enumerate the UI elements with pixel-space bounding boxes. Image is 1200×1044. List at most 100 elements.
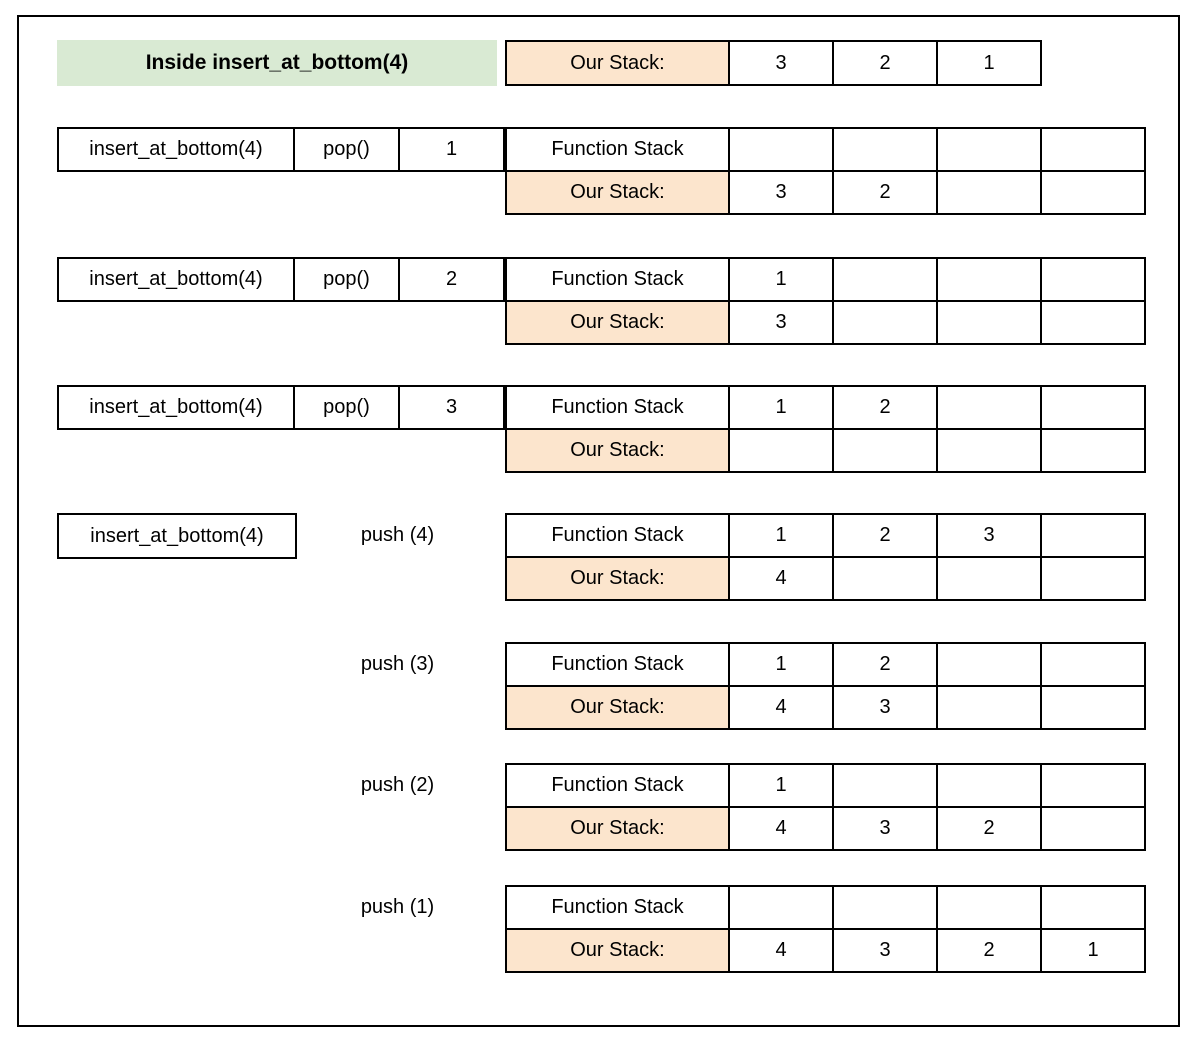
stack-value-cell: 1: [728, 642, 834, 687]
stack-value-cell: [1040, 556, 1146, 601]
stack-value-cell: 2: [832, 170, 938, 215]
our-stack-label: Our Stack:: [505, 556, 730, 601]
stack-value-cell: 2: [936, 806, 1042, 851]
stack-value-cell: 3: [832, 685, 938, 730]
our-stack-label: Our Stack:: [505, 928, 730, 973]
op-cell: pop(): [293, 127, 400, 172]
header-our-stack-row: Our Stack: 3 2 1: [505, 40, 1042, 86]
our-stack-row: Our Stack: 4 3 2 1: [505, 928, 1146, 973]
stack-value-cell: [832, 127, 938, 172]
stack-value-cell: [1040, 385, 1146, 430]
our-stack-label: Our Stack:: [505, 806, 730, 851]
our-stack-label: Our Stack:: [505, 40, 730, 86]
stack-value-cell: [728, 428, 834, 473]
stack-value-cell: 3: [832, 806, 938, 851]
call-row: insert_at_bottom(4) pop() 3: [57, 385, 505, 430]
stack-value-cell: [1040, 763, 1146, 808]
function-stack-label: Function Stack: [505, 763, 730, 808]
stack-value-cell: [832, 428, 938, 473]
stack-value-cell: 4: [728, 556, 834, 601]
push-operation-label: push (3): [360, 653, 435, 675]
stack-value-cell: 4: [728, 928, 834, 973]
function-stack-row: Function Stack 1: [505, 763, 1146, 808]
stack-value-cell: [832, 257, 938, 302]
stack-value-cell: [936, 763, 1042, 808]
function-stack-label: Function Stack: [505, 127, 730, 172]
our-stack-label: Our Stack:: [505, 685, 730, 730]
function-stack-label: Function Stack: [505, 513, 730, 558]
stack-value-cell: [1040, 428, 1146, 473]
stack-value-cell: [832, 300, 938, 345]
function-stack-row: Function Stack 1 2 3: [505, 513, 1146, 558]
popped-value-cell: 3: [398, 385, 505, 430]
stack-value-cell: [936, 885, 1042, 930]
stack-value-cell: [936, 556, 1042, 601]
push-operation-label: push (1): [360, 896, 435, 918]
stack-value-cell: [1040, 642, 1146, 687]
popped-value-cell: 2: [398, 257, 505, 302]
call-row: insert_at_bottom(4) pop() 2: [57, 257, 505, 302]
function-stack-row: Function Stack 1: [505, 257, 1146, 302]
function-stack-label: Function Stack: [505, 885, 730, 930]
stack-value-cell: 2: [832, 642, 938, 687]
our-stack-row: Our Stack:: [505, 428, 1146, 473]
stack-value-cell: 3: [936, 513, 1042, 558]
stack-value-cell: [1040, 513, 1146, 558]
stack-value-cell: 1: [728, 513, 834, 558]
stack-value-cell: 1: [1040, 928, 1146, 973]
stack-value-cell: [832, 885, 938, 930]
stack-value-cell: [728, 127, 834, 172]
call-label-cell: insert_at_bottom(4): [57, 513, 297, 559]
stack-value-cell: 2: [832, 513, 938, 558]
stack-value-cell: [832, 556, 938, 601]
function-stack-label: Function Stack: [505, 257, 730, 302]
outer-frame: [17, 15, 1180, 1027]
stack-value-cell: [1040, 885, 1146, 930]
stack-value-cell: [1040, 300, 1146, 345]
function-stack-label: Function Stack: [505, 642, 730, 687]
function-stack-row: Function Stack 1 2: [505, 385, 1146, 430]
stack-value-cell: 4: [728, 806, 834, 851]
stack-value-cell: [936, 257, 1042, 302]
stack-value-cell: 1: [728, 763, 834, 808]
call-row: insert_at_bottom(4) pop() 1: [57, 127, 505, 172]
stack-value-cell: [936, 642, 1042, 687]
stack-value-cell: [1040, 257, 1146, 302]
stack-value-cell: [936, 685, 1042, 730]
stack-value-cell: 3: [728, 300, 834, 345]
stack-value-cell: 1: [728, 385, 834, 430]
stack-value-cell: [1040, 685, 1146, 730]
stack-value-cell: 3: [832, 928, 938, 973]
stack-value-cell: 3: [728, 40, 834, 86]
call-row: insert_at_bottom(4): [57, 513, 297, 559]
stack-value-cell: [1040, 170, 1146, 215]
our-stack-row: Our Stack: 4: [505, 556, 1146, 601]
stack-value-cell: [936, 127, 1042, 172]
stack-value-cell: [1040, 806, 1146, 851]
stack-value-cell: [936, 385, 1042, 430]
function-stack-label: Function Stack: [505, 385, 730, 430]
push-operation-label: push (4): [360, 524, 435, 546]
popped-value-cell: 1: [398, 127, 505, 172]
stack-value-cell: 1: [936, 40, 1042, 86]
stack-value-cell: [728, 885, 834, 930]
stack-value-cell: 3: [728, 170, 834, 215]
stack-value-cell: [936, 170, 1042, 215]
call-label-cell: insert_at_bottom(4): [57, 127, 295, 172]
stack-value-cell: 1: [728, 257, 834, 302]
our-stack-label: Our Stack:: [505, 170, 730, 215]
push-operation-label: push (2): [360, 774, 435, 796]
our-stack-row: Our Stack: 4 3: [505, 685, 1146, 730]
function-stack-row: Function Stack 1 2: [505, 642, 1146, 687]
section-title: Inside insert_at_bottom(4): [57, 40, 497, 86]
call-label-cell: insert_at_bottom(4): [57, 385, 295, 430]
stack-value-cell: 2: [936, 928, 1042, 973]
call-label-cell: insert_at_bottom(4): [57, 257, 295, 302]
stack-value-cell: [1040, 127, 1146, 172]
stack-value-cell: 4: [728, 685, 834, 730]
our-stack-label: Our Stack:: [505, 300, 730, 345]
stack-value-cell: [832, 763, 938, 808]
our-stack-row: Our Stack: 4 3 2: [505, 806, 1146, 851]
op-cell: pop(): [293, 257, 400, 302]
